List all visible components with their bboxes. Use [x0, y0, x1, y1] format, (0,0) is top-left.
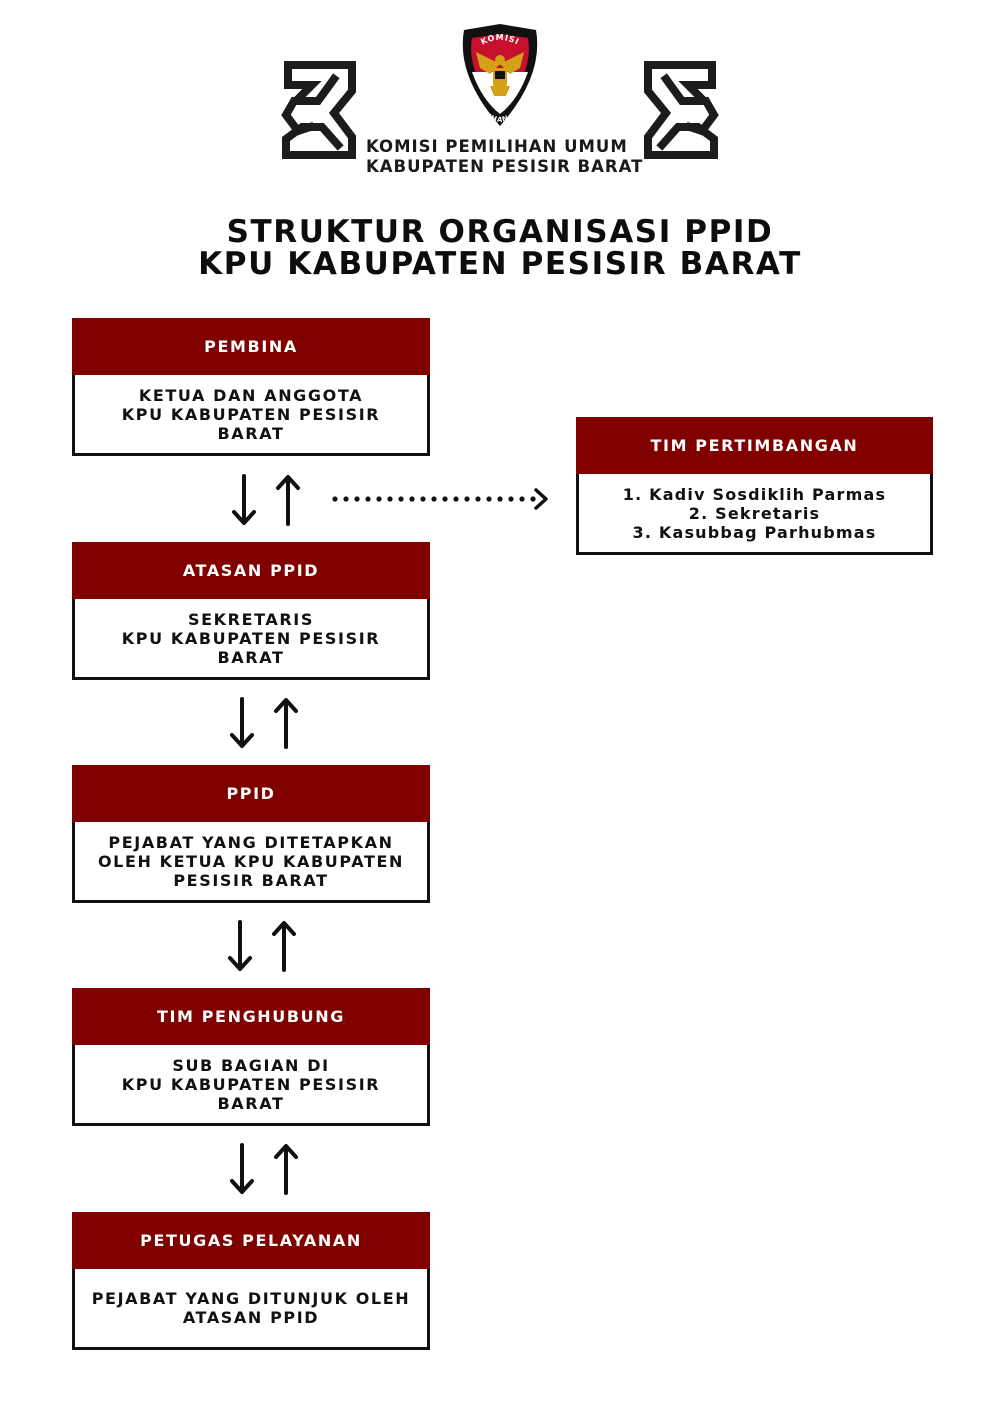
- box-text-line: BARAT: [217, 423, 285, 443]
- bidirectional-arrow-icon: [232, 474, 300, 526]
- box-text-line: 3. Kasubbag Parhubmas: [632, 522, 877, 542]
- bidirectional-arrow-icon: [230, 1143, 298, 1195]
- box-atasan-ppid: ATASAN PPID SEKRETARIS KPU KABUPATEN PES…: [72, 542, 430, 680]
- org-name-line2: KABUPATEN PESISIR BARAT: [366, 157, 644, 176]
- bidirectional-arrow-icon: [228, 920, 296, 972]
- box-text-line: 2. Sekretaris: [688, 503, 821, 523]
- box-title: TIM PERTIMBANGAN: [576, 417, 933, 474]
- box-text-line: PEJABAT YANG DITETAPKAN: [108, 832, 394, 852]
- box-text-line: BARAT: [217, 647, 285, 667]
- box-ppid: PPID PEJABAT YANG DITETAPKAN OLEH KETUA …: [72, 765, 430, 903]
- org-name-line1: KOMISI PEMILIHAN UMUM: [366, 137, 628, 156]
- box-tim-pertimbangan: TIM PERTIMBANGAN 1. Kadiv Sosdiklih Parm…: [576, 417, 933, 555]
- box-text-line: KPU KABUPATEN PESISIR: [121, 404, 381, 424]
- box-text-line: BARAT: [217, 1093, 285, 1113]
- box-title: PPID: [72, 765, 430, 822]
- box-text-line: PESISIR BARAT: [173, 870, 329, 890]
- siger-ornament-left-icon: [281, 61, 356, 159]
- logo-text-top: KOMISI: [479, 33, 520, 47]
- box-text-line: SUB BAGIAN DI: [172, 1055, 330, 1075]
- box-title: ATASAN PPID: [72, 542, 430, 599]
- box-text-line: SEKRETARIS: [188, 609, 314, 629]
- bidirectional-arrow-icon: [230, 697, 298, 749]
- box-petugas-pelayanan: PETUGAS PELAYANAN PEJABAT YANG DITUNJUK …: [72, 1212, 430, 1350]
- box-text-line: KPU KABUPATEN PESISIR: [121, 1074, 381, 1094]
- dotted-connector-arrow: [332, 488, 548, 510]
- box-title: PEMBINA: [72, 318, 430, 375]
- box-text-line: KPU KABUPATEN PESISIR: [121, 628, 381, 648]
- page-title-line2: KPU KABUPATEN PESISIR BARAT: [198, 246, 802, 282]
- box-tim-penghubung: TIM PENGHUBUNG SUB BAGIAN DI KPU KABUPAT…: [72, 988, 430, 1126]
- page-title-line1: STRUKTUR ORGANISASI PPID: [226, 214, 774, 250]
- siger-ornament-right-icon: [644, 61, 719, 159]
- box-text-line: PEJABAT YANG DITUNJUK OLEH: [91, 1289, 411, 1308]
- kpu-emblem-icon: KOMISI PEMILIHAN UMUM: [462, 24, 538, 126]
- svg-text:KOMISI: KOMISI: [479, 33, 520, 47]
- box-pembina: PEMBINA KETUA DAN ANGGOTA KPU KABUPATEN …: [72, 318, 430, 456]
- box-text-line: 1. Kadiv Sosdiklih Parmas: [622, 484, 887, 504]
- box-text-line: ATASAN PPID: [182, 1308, 320, 1327]
- box-text-line: KETUA DAN ANGGOTA: [138, 385, 364, 405]
- box-title: TIM PENGHUBUNG: [72, 988, 430, 1045]
- box-title: PETUGAS PELAYANAN: [72, 1212, 430, 1269]
- box-text-line: OLEH KETUA KPU KABUPATEN: [97, 851, 405, 871]
